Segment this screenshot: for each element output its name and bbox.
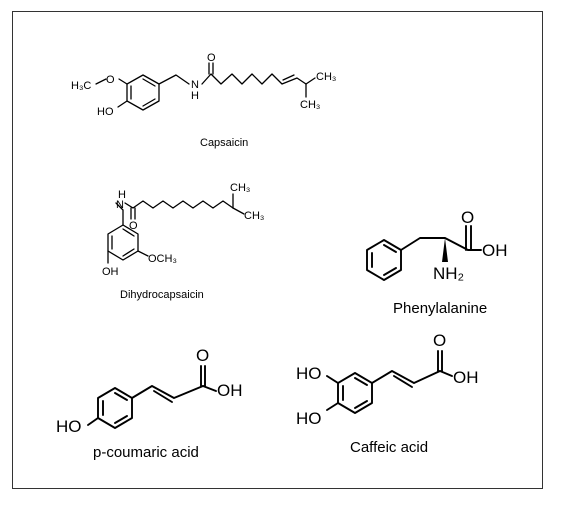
capsaicin-ch3-top-label: CH₃ (316, 71, 336, 83)
p-coumaric-acid-name: p-coumaric acid (93, 444, 199, 461)
capsaicin-ch3-bottom-label: CH₃ (300, 99, 320, 111)
dihydrocapsaicin-o-carbonyl-label: O (129, 220, 138, 232)
caffeic-ho-top-label: HO (296, 364, 322, 383)
dihydrocapsaicin-ch3-right-label: CH₃ (244, 210, 264, 222)
p-coumaric-acid-structure: O OH HO p-coumaric acid (56, 346, 243, 461)
caffeic-ho-bottom-label: HO (296, 409, 322, 428)
dihydrocapsaicin-name: Dihydrocapsaicin (120, 289, 204, 301)
dihydrocapsaicin-structure: H N O CH₃ CH₃ OCH₃ OH Dihydrocapsaicin (102, 182, 264, 301)
dihydrocapsaicin-oh-label: OH (102, 266, 119, 278)
capsaicin-h-label: H (191, 90, 199, 102)
caffeic-acid-structure: O OH HO HO Caffeic acid (296, 331, 479, 456)
dihydrocapsaicin-och3-label: OCH₃ (148, 253, 177, 265)
phenylalanine-oh-label: OH (482, 241, 508, 260)
dihydrocapsaicin-n-label: N (116, 199, 124, 211)
phenylalanine-structure: O OH NH₂ Phenylalanine (366, 208, 508, 317)
capsaicin-h3c-label: H₃C (71, 80, 91, 92)
capsaicin-ho-label: HO (97, 106, 114, 118)
phenylalanine-o-label: O (461, 208, 474, 227)
capsaicin-structure: H₃C O HO N H O CH₃ CH₃ Capsaicin (71, 52, 336, 149)
figure-frame (12, 11, 543, 489)
capsaicin-n-label: N (191, 79, 199, 91)
capsaicin-o-carbonyl-label: O (207, 52, 216, 64)
phenylalanine-nh2-label: NH₂ (433, 264, 464, 283)
capsaicin-o-methoxy-label: O (106, 74, 115, 86)
p-coumaric-ho-label: HO (56, 417, 82, 436)
p-coumaric-o-label: O (196, 346, 209, 365)
caffeic-oh-label: OH (453, 368, 479, 387)
p-coumaric-oh-label: OH (217, 381, 243, 400)
phenylalanine-name: Phenylalanine (393, 300, 487, 317)
dihydrocapsaicin-h-label: H (118, 189, 126, 201)
caffeic-acid-name: Caffeic acid (350, 439, 428, 456)
capsaicin-name: Capsaicin (200, 137, 248, 149)
dihydrocapsaicin-ch3-top-label: CH₃ (230, 182, 250, 194)
caffeic-o-label: O (433, 331, 446, 350)
